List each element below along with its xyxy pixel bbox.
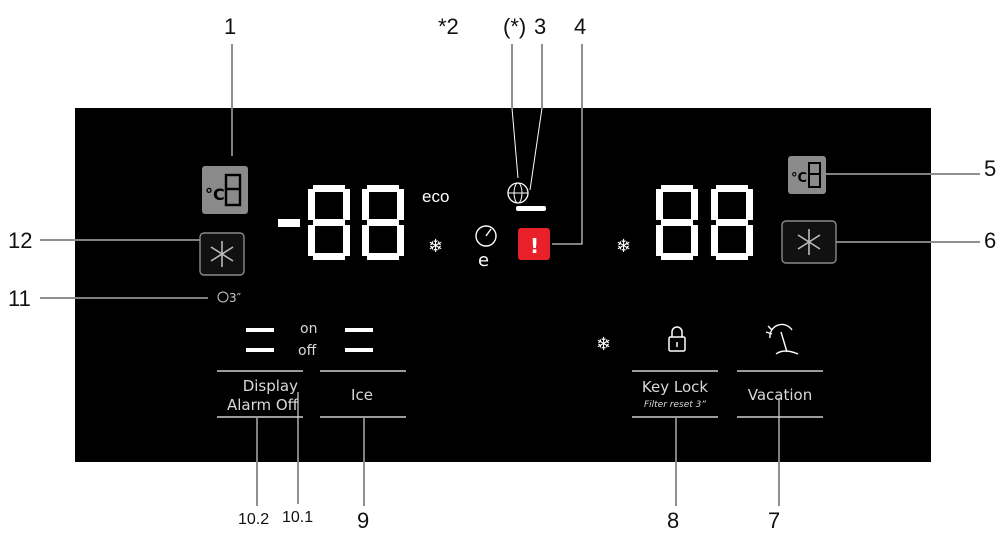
callout-10-1: 10.1 xyxy=(282,509,313,526)
timer-3s-left: 3″ xyxy=(229,291,242,305)
off-label: off xyxy=(298,343,317,359)
callout-3: 3 xyxy=(534,14,546,39)
display-label: Display xyxy=(243,377,298,395)
callout-1: 1 xyxy=(224,14,236,39)
fridge-seven-segment-display xyxy=(278,185,404,260)
filter-icon xyxy=(507,182,529,204)
callout-8: 8 xyxy=(667,508,679,533)
key-lock-label: Key Lock xyxy=(642,378,708,396)
ice-onoff-indicator xyxy=(345,328,373,352)
snowflake-icon xyxy=(797,229,821,255)
callout-6: 6 xyxy=(984,228,996,253)
freezer-seven-segment-display xyxy=(656,185,753,260)
callout-10-2: 10.2 xyxy=(238,511,269,528)
vacation-label: Vacation xyxy=(748,386,812,404)
vacation-umbrella-icon xyxy=(765,323,799,355)
callout-star: (*) xyxy=(503,14,526,39)
ice-label: Ice xyxy=(351,386,373,404)
super-freeze-right-button[interactable] xyxy=(781,220,837,264)
fridge-snowflake-icon: ❄ xyxy=(428,236,443,257)
eco-timer-small-icon: 3″ xyxy=(217,291,242,305)
warning-icon: ! xyxy=(518,228,550,260)
callout-11: 11 xyxy=(8,286,31,311)
key-lock-button[interactable]: Key Lock Filter reset 3” xyxy=(632,370,718,418)
callout-2: *2 xyxy=(438,14,459,39)
svg-text:°C: °C xyxy=(791,171,807,186)
filter-status-bar xyxy=(516,206,546,211)
vacation-button[interactable]: Vacation xyxy=(737,370,823,418)
freezer-snowflake-icon: ❄ xyxy=(616,236,631,257)
on-label: on xyxy=(300,321,317,337)
alarm-off-label: Alarm Off xyxy=(227,396,299,414)
callout-4: 4 xyxy=(574,14,586,39)
callout-12: 12 xyxy=(8,228,32,253)
freezer-temp-indicator: °C xyxy=(788,156,826,194)
fridge-temp-indicator: °C xyxy=(202,166,248,214)
display-alarm-off-button[interactable]: Display Alarm Off xyxy=(217,370,303,418)
callout-5: 5 xyxy=(984,156,996,181)
callout-9: 9 xyxy=(357,508,369,533)
eco-indicator: eco xyxy=(422,187,449,206)
eco-timer-icon: e xyxy=(475,225,497,271)
super-freeze-left-button[interactable] xyxy=(199,232,245,276)
leader-lines xyxy=(40,44,980,506)
snowflake-icon xyxy=(210,241,234,267)
callout-7: 7 xyxy=(768,508,780,533)
ice-button[interactable]: Ice xyxy=(320,370,406,418)
display-onoff-indicator xyxy=(246,328,274,352)
filter-reset-label: Filter reset 3” xyxy=(644,400,706,410)
svg-text:e: e xyxy=(478,250,489,271)
freeze-indicator-icon: ❄ xyxy=(596,334,611,355)
lock-icon xyxy=(668,326,686,352)
svg-text:°C: °C xyxy=(205,185,225,204)
fridge-temp-icon: °C xyxy=(205,173,242,207)
freezer-temp-icon: °C xyxy=(791,162,821,188)
svg-text:!: ! xyxy=(530,234,539,258)
